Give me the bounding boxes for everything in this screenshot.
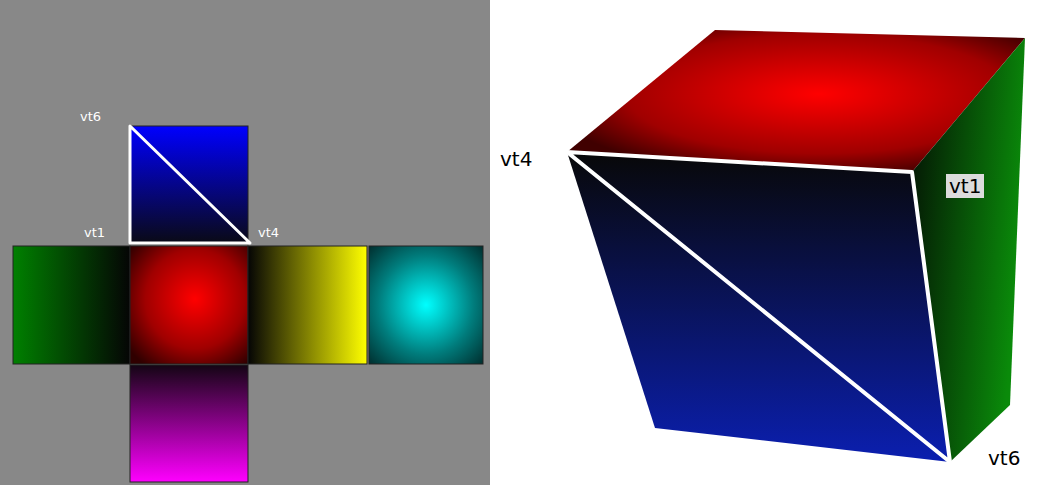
uv-background [0,0,490,485]
vertex-label: vt1 [946,174,984,198]
vertex-label: vt6 [988,448,1020,468]
cyan-face [369,246,483,364]
red-face [130,246,248,364]
vertex-label: vt4 [500,149,532,169]
vertex-label: vt4 [258,226,279,239]
uv-triangle [130,126,250,243]
cube-front-face [567,152,950,462]
cube-triangle [567,152,950,462]
vertex-label: vt6 [80,110,101,123]
green-face [13,246,130,364]
yellow-face [248,246,367,364]
vertex-label: vt1 [84,226,105,239]
magenta-face [130,365,248,482]
